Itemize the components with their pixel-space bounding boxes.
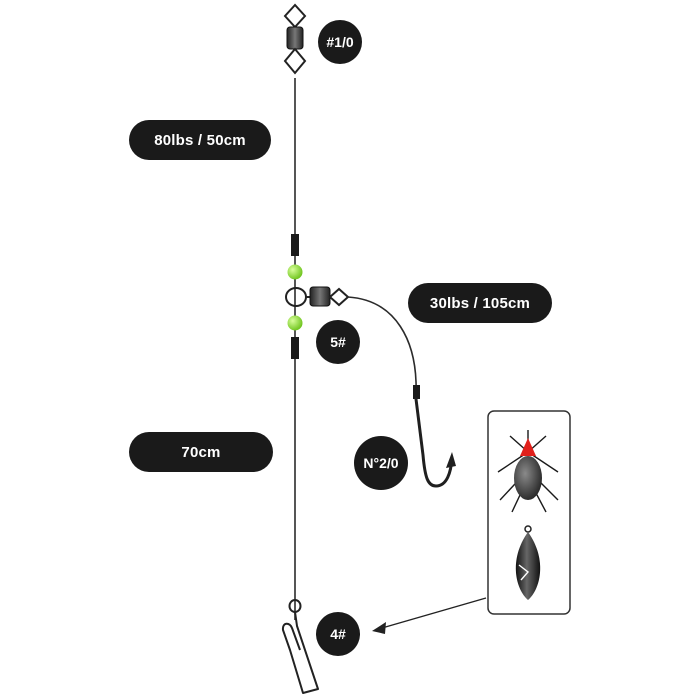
- arrow-head-icon: [372, 622, 386, 634]
- swivel-top-icon: [283, 3, 307, 75]
- lure-inset-box: [487, 410, 571, 615]
- swivel-mid-icon: [285, 286, 350, 307]
- main-line-spec-label: 80lbs / 50cm: [129, 120, 271, 160]
- branch-line-spec-label: 30lbs / 105cm: [408, 283, 552, 323]
- snap-icon: [281, 599, 319, 694]
- pointer-arrow: [381, 597, 487, 629]
- hook-icon: [413, 385, 456, 488]
- snap-size-label: 4#: [316, 612, 360, 656]
- lower-line-length-label: 70cm: [129, 432, 273, 472]
- sinker-icon: [515, 525, 541, 600]
- branch-line: [347, 296, 417, 396]
- bead-upper-icon: [287, 264, 303, 280]
- crimp-sleeve-lower: [291, 337, 299, 359]
- swivel-mid-size-label: 5#: [316, 320, 360, 364]
- bead-lower-icon: [287, 315, 303, 331]
- swivel-top-size-label: #1/0: [318, 20, 362, 64]
- crimp-sleeve-upper: [291, 234, 299, 256]
- hook-size-label: N°2/0: [354, 436, 408, 490]
- octopus-lure-icon: [497, 430, 559, 513]
